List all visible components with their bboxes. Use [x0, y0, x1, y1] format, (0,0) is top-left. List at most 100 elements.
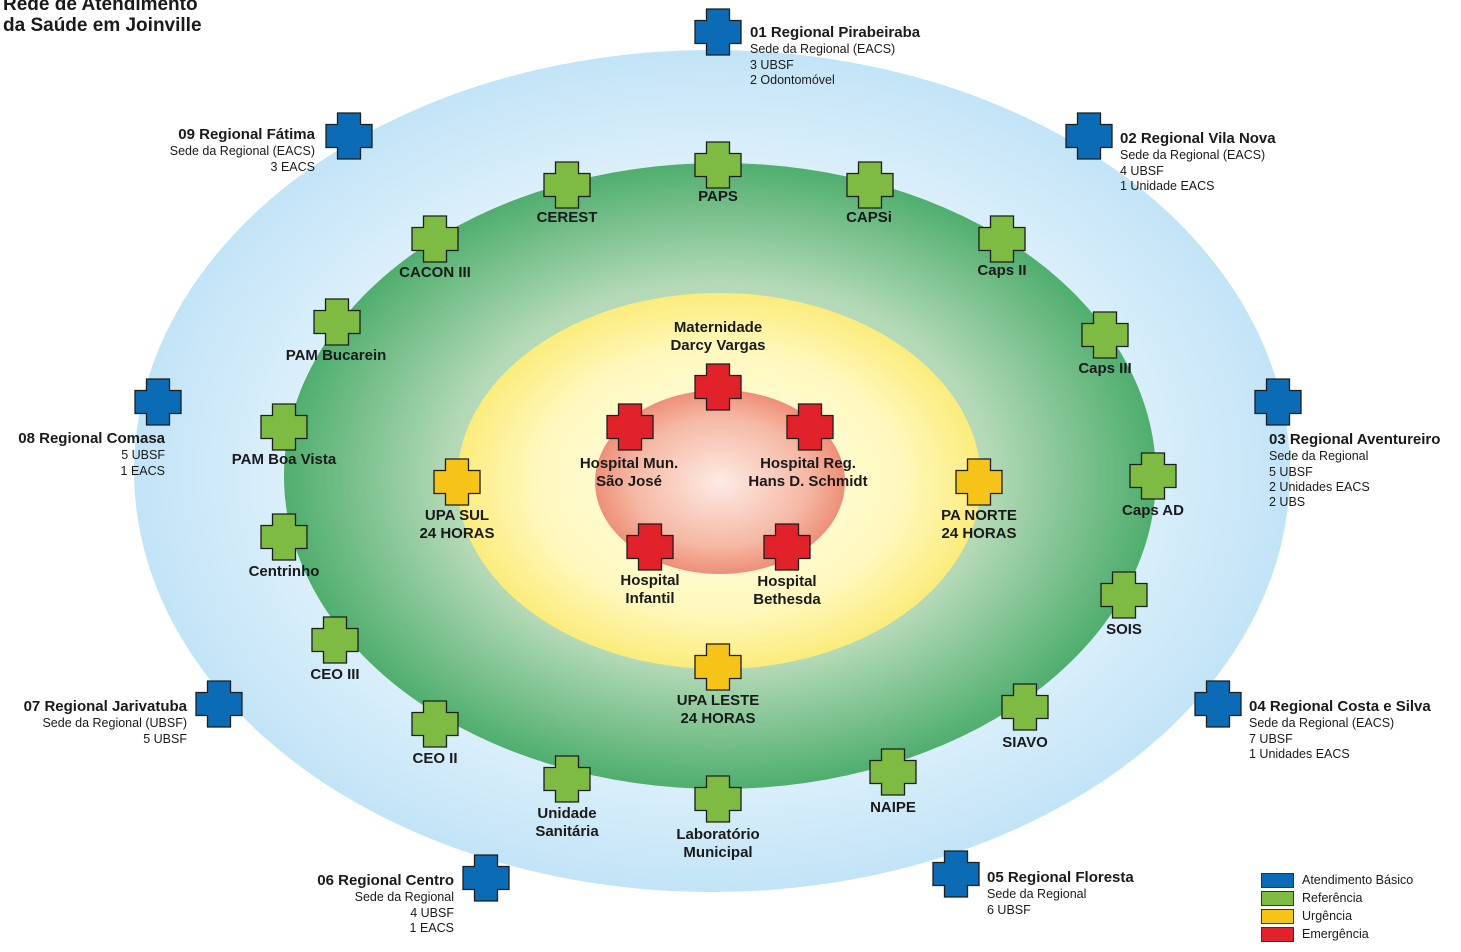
- emergency-name: Hospital: [757, 573, 817, 590]
- reference-label-caps-ii: Caps II: [952, 262, 1052, 280]
- regional-line: Sede da Regional (EACS): [750, 42, 896, 57]
- emergency-label-maternidade: Maternidade Darcy Vargas: [648, 319, 788, 356]
- legend-swatch-basic: [1261, 872, 1294, 888]
- reference-name: Unidade: [537, 805, 597, 822]
- regional-line: Sede da Regional (EACS): [169, 144, 315, 159]
- basic-cross-icon-04: [1194, 680, 1242, 728]
- urgency-label-pa-norte: PA NORTE 24 HORAS: [919, 507, 1039, 544]
- reference-label-centrinho: Centrinho: [229, 563, 339, 581]
- emergency-cross-icon-hospital-sao-jose: [606, 403, 654, 451]
- regional-line: 5 UBSF: [121, 448, 165, 463]
- reference-name: CEO II: [412, 750, 458, 767]
- reference-label-naipe: NAIPE: [843, 799, 943, 817]
- reference-name: Centrinho: [248, 563, 320, 580]
- legend-label: Atendimento Básico: [1302, 873, 1414, 887]
- regional-line: 4 UBSF: [410, 905, 454, 920]
- reference-label-cacon-iii: CACON III: [375, 264, 495, 282]
- reference-cross-icon-pam-boa-vista: [260, 403, 308, 451]
- legend-swatch-urgency: [1261, 908, 1294, 924]
- regional-label-07: 07 Regional Jarivatuba Sede da Regional …: [24, 698, 187, 747]
- urgency-name: UPA LESTE: [676, 692, 760, 709]
- emergency-name: São José: [596, 473, 662, 491]
- reference-cross-icon-siavo: [1001, 683, 1049, 731]
- regional-line: 1 Unidade EACS: [1120, 178, 1215, 193]
- urgency-cross-icon-pa-norte: [955, 458, 1003, 506]
- urgency-label-upa-sul: UPA SUL 24 HORAS: [397, 507, 517, 544]
- urgency-name: UPA SUL: [424, 507, 490, 524]
- regional-name: 06 Regional Centro: [317, 872, 454, 889]
- urgency-cross-icon-upa-leste: [694, 643, 742, 691]
- reference-cross-icon-ceo-iii: [311, 616, 359, 664]
- regional-label-05: 05 Regional Floresta Sede da Regional 6 …: [987, 869, 1134, 918]
- emergency-name: Hospital Reg.: [760, 455, 856, 472]
- reference-label-caps-ad: Caps AD: [1103, 502, 1203, 520]
- reference-label-capsi: CAPSi: [819, 209, 919, 227]
- reference-name: PAM Boa Vista: [231, 451, 337, 468]
- reference-name: SOIS: [1106, 621, 1142, 638]
- emergency-name: Hospital Mun.: [579, 455, 679, 472]
- reference-cross-icon-laboratorio-municipal: [694, 775, 742, 823]
- emergency-cross-icon-hospital-bethesda: [763, 523, 811, 571]
- legend-item-basic: Atendimento Básico: [1261, 871, 1413, 889]
- basic-cross-icon-03: [1254, 378, 1302, 426]
- reference-name: Municipal: [683, 844, 753, 862]
- regional-label-09: 09 Regional Fátima Sede da Regional (EAC…: [170, 126, 315, 175]
- reference-cross-icon-capsi: [846, 161, 894, 209]
- reference-label-siavo: SIAVO: [975, 734, 1075, 752]
- legend-item-urgency: Urgência: [1261, 907, 1413, 925]
- regional-line: Sede da Regional: [354, 890, 454, 905]
- basic-cross-icon-05: [932, 850, 980, 898]
- regional-line: Sede da Regional: [987, 887, 1087, 902]
- regional-line: 3 UBSF: [750, 57, 794, 72]
- regional-label-06: 06 Regional Centro Sede da Regional 4 UB…: [317, 872, 454, 936]
- regional-line: Sede da Regional: [1269, 449, 1369, 464]
- reference-cross-icon-cacon-iii: [411, 215, 459, 263]
- regional-line: 1 EACS: [120, 463, 165, 478]
- regional-line: 1 Unidades EACS: [1249, 746, 1350, 761]
- reference-cross-icon-caps-ii: [978, 215, 1026, 263]
- regional-line: 1 EACS: [409, 920, 454, 935]
- regional-name: 05 Regional Floresta: [987, 869, 1134, 886]
- reference-label-sois: SOIS: [1074, 621, 1174, 639]
- regional-line: Sede da Regional (UBSF): [42, 716, 187, 731]
- emergency-label-hospital-hans-schmidt: Hospital Reg. Hans D. Schmidt: [733, 455, 883, 492]
- reference-cross-icon-centrinho: [260, 513, 308, 561]
- urgency-name: 24 HORAS: [680, 710, 756, 728]
- regional-line: 2 Odontomóvel: [750, 72, 835, 87]
- reference-name: PAM Bucarein: [285, 347, 387, 364]
- emergency-label-hospital-sao-jose: Hospital Mun. São José: [559, 455, 699, 492]
- reference-name: SIAVO: [1002, 734, 1048, 751]
- emergency-label-hospital-bethesda: Hospital Bethesda: [737, 573, 837, 610]
- regional-name: 04 Regional Costa e Silva: [1249, 698, 1431, 715]
- emergency-name: Infantil: [625, 590, 675, 608]
- reference-cross-icon-caps-ad: [1129, 452, 1177, 500]
- reference-label-ceo-ii: CEO II: [385, 750, 485, 768]
- basic-cross-icon-09: [325, 112, 373, 160]
- emergency-name: Bethesda: [753, 591, 821, 609]
- legend-swatch-emergency: [1261, 926, 1294, 942]
- page-title-line-2: da Saúde em Joinville: [3, 15, 202, 36]
- reference-cross-icon-pam-bucarein: [313, 298, 361, 346]
- reference-name: PAPS: [698, 188, 738, 205]
- reference-cross-icon-sois: [1100, 571, 1148, 619]
- legend-label: Urgência: [1302, 909, 1353, 923]
- emergency-label-hospital-infantil: Hospital Infantil: [600, 572, 700, 609]
- regional-name: 01 Regional Pirabeiraba: [750, 24, 921, 41]
- regional-line: 5 UBSF: [143, 731, 187, 746]
- regional-line: Sede da Regional (EACS): [1120, 148, 1266, 163]
- reference-label-caps-iii: Caps III: [1055, 360, 1155, 378]
- emergency-name: Darcy Vargas: [670, 337, 766, 355]
- emergency-cross-icon-hospital-infantil: [626, 523, 674, 571]
- regional-line: Sede da Regional (EACS): [1249, 716, 1395, 731]
- regional-line: 5 UBSF: [1269, 464, 1313, 479]
- regional-label-03: 03 Regional Aventureiro Sede da Regional…: [1269, 431, 1440, 510]
- reference-label-pam-boa-vista: PAM Boa Vista: [209, 451, 359, 469]
- regional-line: 4 UBSF: [1120, 163, 1164, 178]
- reference-name: CAPSi: [846, 209, 892, 226]
- regional-line: 2 Unidades EACS: [1269, 479, 1370, 494]
- regional-name: 02 Regional Vila Nova: [1120, 130, 1276, 147]
- reference-name: CEREST: [536, 209, 598, 226]
- urgency-cross-icon-upa-sul: [433, 458, 481, 506]
- reference-name: Sanitária: [535, 823, 599, 841]
